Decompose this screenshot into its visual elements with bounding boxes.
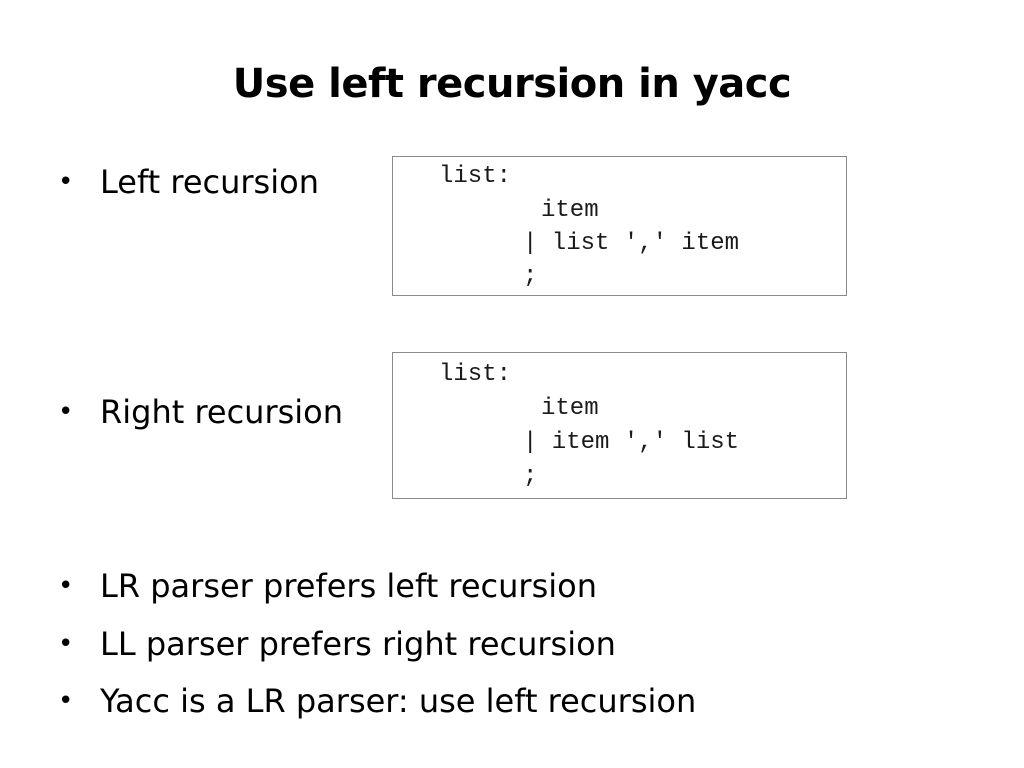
bullet-dot: •	[58, 629, 74, 659]
bullet-yacc-lr-parser: • Yacc is a LR parser: use left recursio…	[58, 679, 696, 723]
bullet-text: Right recursion	[100, 393, 344, 431]
code-line: list:	[439, 163, 512, 190]
bullet-text: LL parser prefers right recursion	[100, 625, 616, 663]
code-line: item	[541, 197, 599, 224]
bullet-text: Left recursion	[100, 163, 319, 201]
bullet-left-recursion: • Left recursion	[58, 160, 319, 204]
code-line: ;	[523, 263, 538, 290]
slide-title: Use left recursion in yacc	[232, 61, 792, 107]
bullet-lr-parser: • LR parser prefers left recursion	[58, 564, 597, 608]
code-line: | list ',' item	[523, 230, 740, 257]
bullet-dot: •	[58, 571, 74, 601]
bullet-dot: •	[58, 397, 74, 427]
bullet-text: LR parser prefers left recursion	[100, 567, 597, 605]
code-line: item	[541, 395, 599, 422]
bullet-right-recursion: • Right recursion	[58, 390, 343, 434]
code-line: ;	[523, 463, 538, 490]
bullet-text: Yacc is a LR parser: use left recursion	[100, 682, 697, 720]
code-line: | item ',' list	[523, 429, 740, 456]
bullet-dot: •	[58, 686, 74, 716]
bullet-dot: •	[58, 167, 74, 197]
bullet-ll-parser: • LL parser prefers right recursion	[58, 622, 616, 666]
code-box-right-recursion: list: item | item ',' list ;	[392, 352, 847, 499]
code-box-left-recursion: list: item | list ',' item ;	[392, 156, 847, 296]
code-line: list:	[439, 361, 512, 388]
